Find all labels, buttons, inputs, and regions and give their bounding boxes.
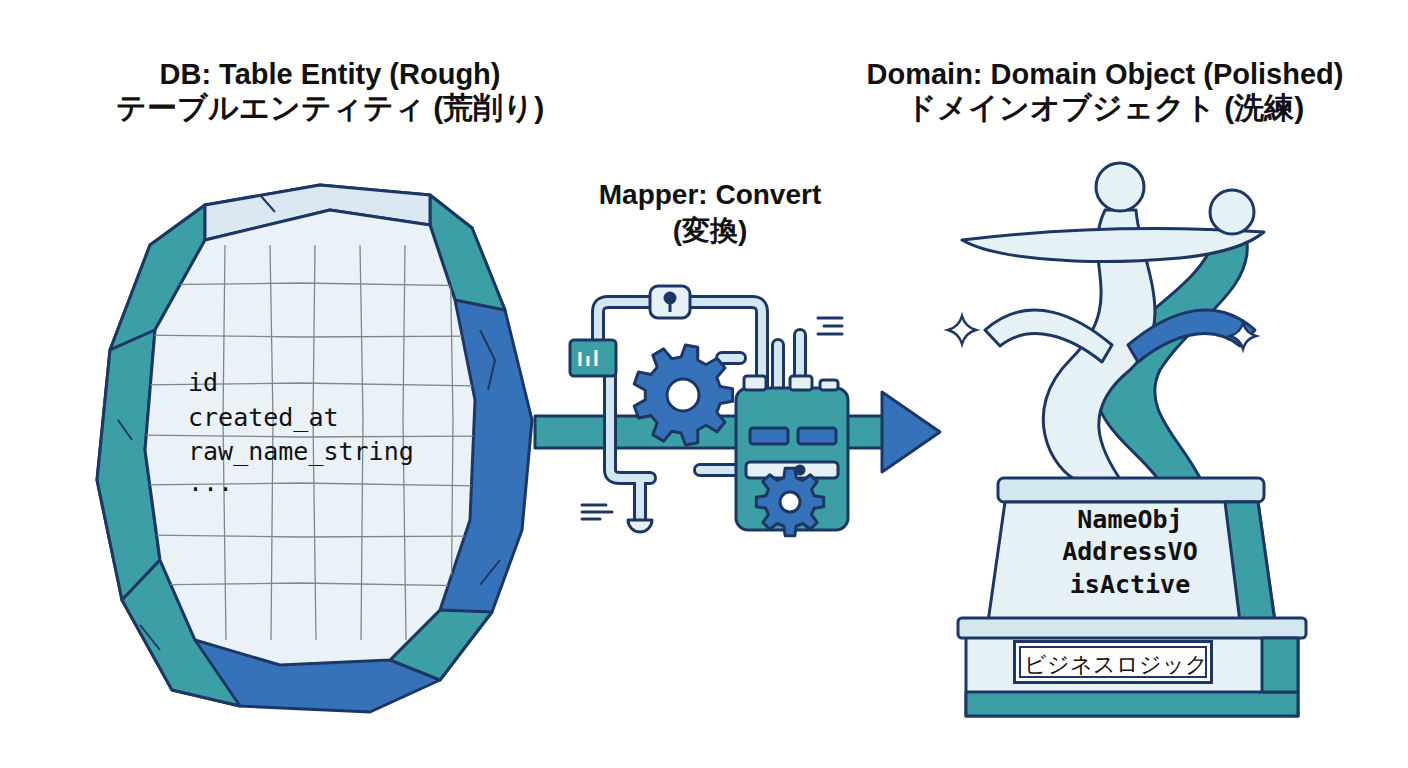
decor-lines-part bbox=[818, 318, 842, 334]
grid-lines-part bbox=[140, 335, 480, 337]
decor-lines bbox=[582, 318, 842, 519]
machine-parts-part bbox=[820, 380, 838, 390]
column-name: raw_name_string bbox=[188, 437, 414, 467]
domain-object-trophy: Domain: Domain Object (Polished)ドメインオブジェ… bbox=[940, 155, 1305, 725]
machine-parts-part bbox=[798, 428, 836, 444]
sparkles-part bbox=[1230, 323, 1256, 349]
rock-outline bbox=[97, 185, 532, 712]
pipes-part-part bbox=[771, 345, 785, 388]
trophy-figure-part bbox=[1210, 190, 1254, 234]
machine-parts-part bbox=[650, 286, 690, 318]
mapper-machine-shape bbox=[565, 280, 870, 560]
pipes-part-part bbox=[700, 463, 736, 477]
pipes-part-part bbox=[722, 354, 740, 362]
heading: Mapper: Convert bbox=[400, 178, 1020, 212]
machine-parts-part bbox=[667, 379, 699, 411]
machine-parts-part bbox=[756, 468, 823, 535]
column-name: ... bbox=[188, 468, 233, 498]
machine-parts-part bbox=[628, 520, 652, 532]
grid-lines-part bbox=[140, 283, 480, 286]
grid-lines-part bbox=[450, 245, 453, 640]
trophy-figure-part bbox=[1128, 310, 1255, 362]
heading: ドメインオブジェクト (洗練) bbox=[795, 90, 1408, 126]
field-name: isActive bbox=[820, 570, 1408, 600]
pipes-part-part bbox=[722, 351, 740, 365]
rock-cracks-part bbox=[140, 625, 160, 650]
rock-cracks-part bbox=[480, 560, 500, 585]
machine-parts-part bbox=[669, 302, 672, 312]
machine-parts-part bbox=[796, 466, 804, 474]
grid-lines-part bbox=[140, 535, 480, 537]
machine-parts-part bbox=[780, 492, 800, 512]
pipes-part-part bbox=[774, 345, 782, 388]
machine-parts-part bbox=[634, 345, 732, 445]
sparkles bbox=[948, 316, 1256, 349]
heading: テーブルエンティティ (荒削り) bbox=[20, 90, 640, 126]
field-name: AddressVO bbox=[820, 537, 1408, 567]
sparkles-part bbox=[948, 316, 976, 344]
rock-cracks-part bbox=[480, 330, 495, 390]
heading: DB: Table Entity (Rough) bbox=[20, 57, 640, 92]
machine-parts-part bbox=[665, 293, 675, 303]
business-logic-plaque: ビジネスロジック bbox=[1013, 640, 1213, 684]
trophy-pedestal-part bbox=[1262, 638, 1298, 692]
grid-lines-part bbox=[140, 583, 480, 586]
column-name: id bbox=[188, 368, 218, 398]
arrow-head bbox=[882, 392, 940, 472]
mapper-machine: Mapper: Convert(変換) bbox=[565, 280, 870, 560]
grid-lines-part bbox=[140, 435, 480, 437]
machine-parts-part bbox=[744, 376, 766, 390]
field-name: NameObj bbox=[820, 505, 1408, 535]
trophy-figure-part bbox=[962, 228, 1264, 261]
grid-lines bbox=[140, 245, 480, 640]
trophy-figure-part bbox=[985, 310, 1112, 362]
trophy-pedestal-part bbox=[998, 478, 1264, 502]
rock-cracks bbox=[118, 195, 500, 650]
trophy-pedestal-part bbox=[966, 692, 1298, 716]
machine-parts-part bbox=[580, 350, 596, 366]
machine-parts-part bbox=[570, 340, 616, 376]
table-entity-rock: DB: Table Entity (Rough)テーブルエンティティ (荒削り)… bbox=[95, 185, 535, 715]
machine-parts-part bbox=[790, 376, 812, 390]
rock-outline-part bbox=[97, 185, 532, 712]
trophy-pedestal-part bbox=[1225, 502, 1275, 622]
trophy-figure-part bbox=[1096, 163, 1144, 211]
heading: Domain: Domain Object (Polished) bbox=[795, 57, 1408, 92]
machine-parts-part bbox=[736, 388, 848, 530]
trophy-pedestal-part bbox=[958, 618, 1306, 638]
pipes-part-part bbox=[700, 466, 736, 474]
heading: (変換) bbox=[400, 214, 1020, 248]
machine-parts-part bbox=[750, 428, 788, 444]
pipes-part-part bbox=[633, 478, 647, 520]
rock-outline-part bbox=[145, 210, 475, 665]
pipes-part-part bbox=[636, 478, 644, 520]
rock-cracks-part bbox=[260, 195, 275, 212]
decor-lines-part bbox=[582, 505, 612, 519]
rock-cracks-part bbox=[118, 420, 132, 440]
column-name: created_at bbox=[188, 403, 339, 433]
machine-parts bbox=[570, 286, 848, 536]
trophy-figure bbox=[962, 163, 1264, 482]
plaque-label: ビジネスロジック bbox=[806, 652, 1408, 678]
